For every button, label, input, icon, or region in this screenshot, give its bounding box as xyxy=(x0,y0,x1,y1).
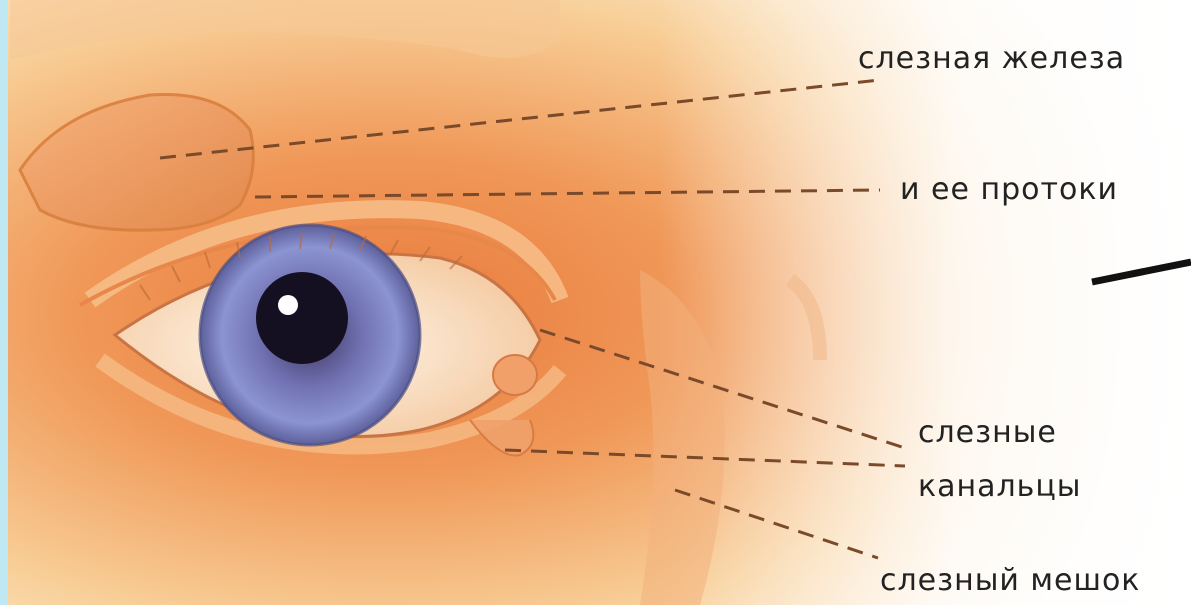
eye-highlight xyxy=(278,295,298,315)
label-canaliculi-line1: слезные xyxy=(918,418,1057,448)
inner-canthus xyxy=(493,355,537,395)
label-ducts: и ее протоки xyxy=(900,175,1118,205)
label-canaliculi-line2: канальцы xyxy=(918,472,1081,502)
label-lacrimal-sac: слезный мешок xyxy=(880,566,1140,596)
pupil xyxy=(256,272,348,364)
label-lacrimal-gland: слезная железа xyxy=(858,44,1125,74)
